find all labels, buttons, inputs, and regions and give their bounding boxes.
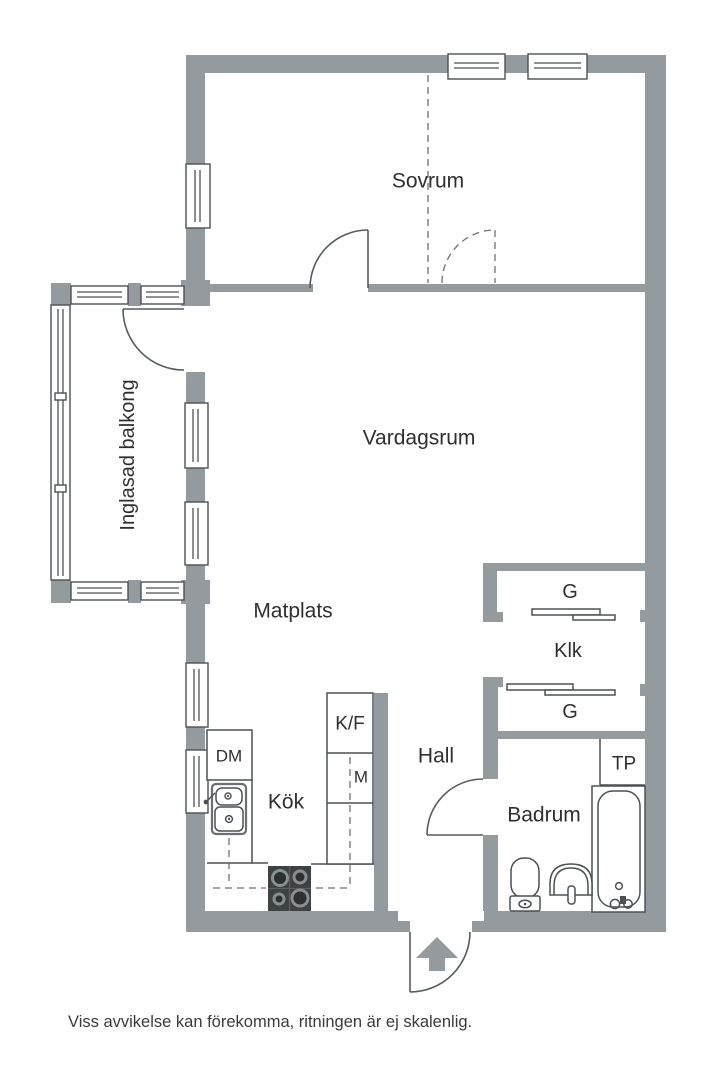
- balcony-glazing: [50, 283, 185, 603]
- room-label-badrum: Badrum: [507, 803, 581, 827]
- door-bathroom: [426, 778, 484, 836]
- window-kitchen-2: [185, 749, 209, 814]
- balcony-window-top-left: [70, 285, 129, 305]
- room-label-sovrum: Sovrum: [391, 169, 465, 193]
- window-kitchen-1: [185, 662, 209, 728]
- bathtub-icon: [591, 785, 646, 913]
- door-bedroom-dashed: [441, 229, 496, 284]
- tp-cabinet: [599, 739, 645, 786]
- balcony-window-bottom-left: [70, 581, 129, 601]
- room-label-matplats: Matplats: [253, 599, 333, 623]
- outer-walls: [181, 55, 666, 932]
- window-bedroom-top-1: [447, 53, 506, 80]
- inner-walls: [205, 284, 645, 911]
- sliding-door-upper: [531, 608, 616, 621]
- kitchen-sink-icon: [203, 782, 248, 836]
- room-label-kok: Kök: [267, 790, 305, 814]
- window-bedroom-top-2: [527, 53, 588, 80]
- room-label-hall: Hall: [417, 744, 455, 768]
- window-bedroom-left: [185, 163, 211, 229]
- toilet-icon: [509, 857, 541, 912]
- fixture-label-dm: DM: [215, 746, 243, 766]
- balcony-window-left: [50, 304, 71, 581]
- door-entrance: [409, 931, 471, 993]
- room-label-klk: Klk: [554, 640, 582, 662]
- fixture-label-m: M: [353, 767, 369, 787]
- stove-icon: [268, 866, 311, 911]
- window-livingroom-2: [184, 501, 209, 566]
- sliding-door-lower: [506, 683, 616, 696]
- fixture-label-g-lower: G: [562, 701, 578, 723]
- kitchen-dashed-cabinets: [213, 757, 351, 889]
- fixture-label-g-upper: G: [562, 581, 578, 603]
- entrance-arrow-icon: [416, 937, 458, 971]
- door-balcony: [122, 308, 185, 371]
- washbasin-icon: [549, 863, 593, 905]
- room-label-inglasad-balkong: Inglasad balkong: [117, 379, 139, 531]
- door-bedroom: [309, 229, 369, 289]
- fixture-label-kf: K/F: [335, 713, 365, 735]
- balcony-window-bottom-right: [140, 581, 185, 601]
- room-label-vardagsrum: Vardagsrum: [362, 426, 476, 450]
- window-livingroom-1: [184, 402, 209, 469]
- fixture-label-tp: TP: [611, 753, 637, 775]
- balcony-window-top-right: [140, 285, 185, 305]
- disclaimer-text: Viss avvikelse kan förekomma, ritningen …: [68, 1013, 473, 1031]
